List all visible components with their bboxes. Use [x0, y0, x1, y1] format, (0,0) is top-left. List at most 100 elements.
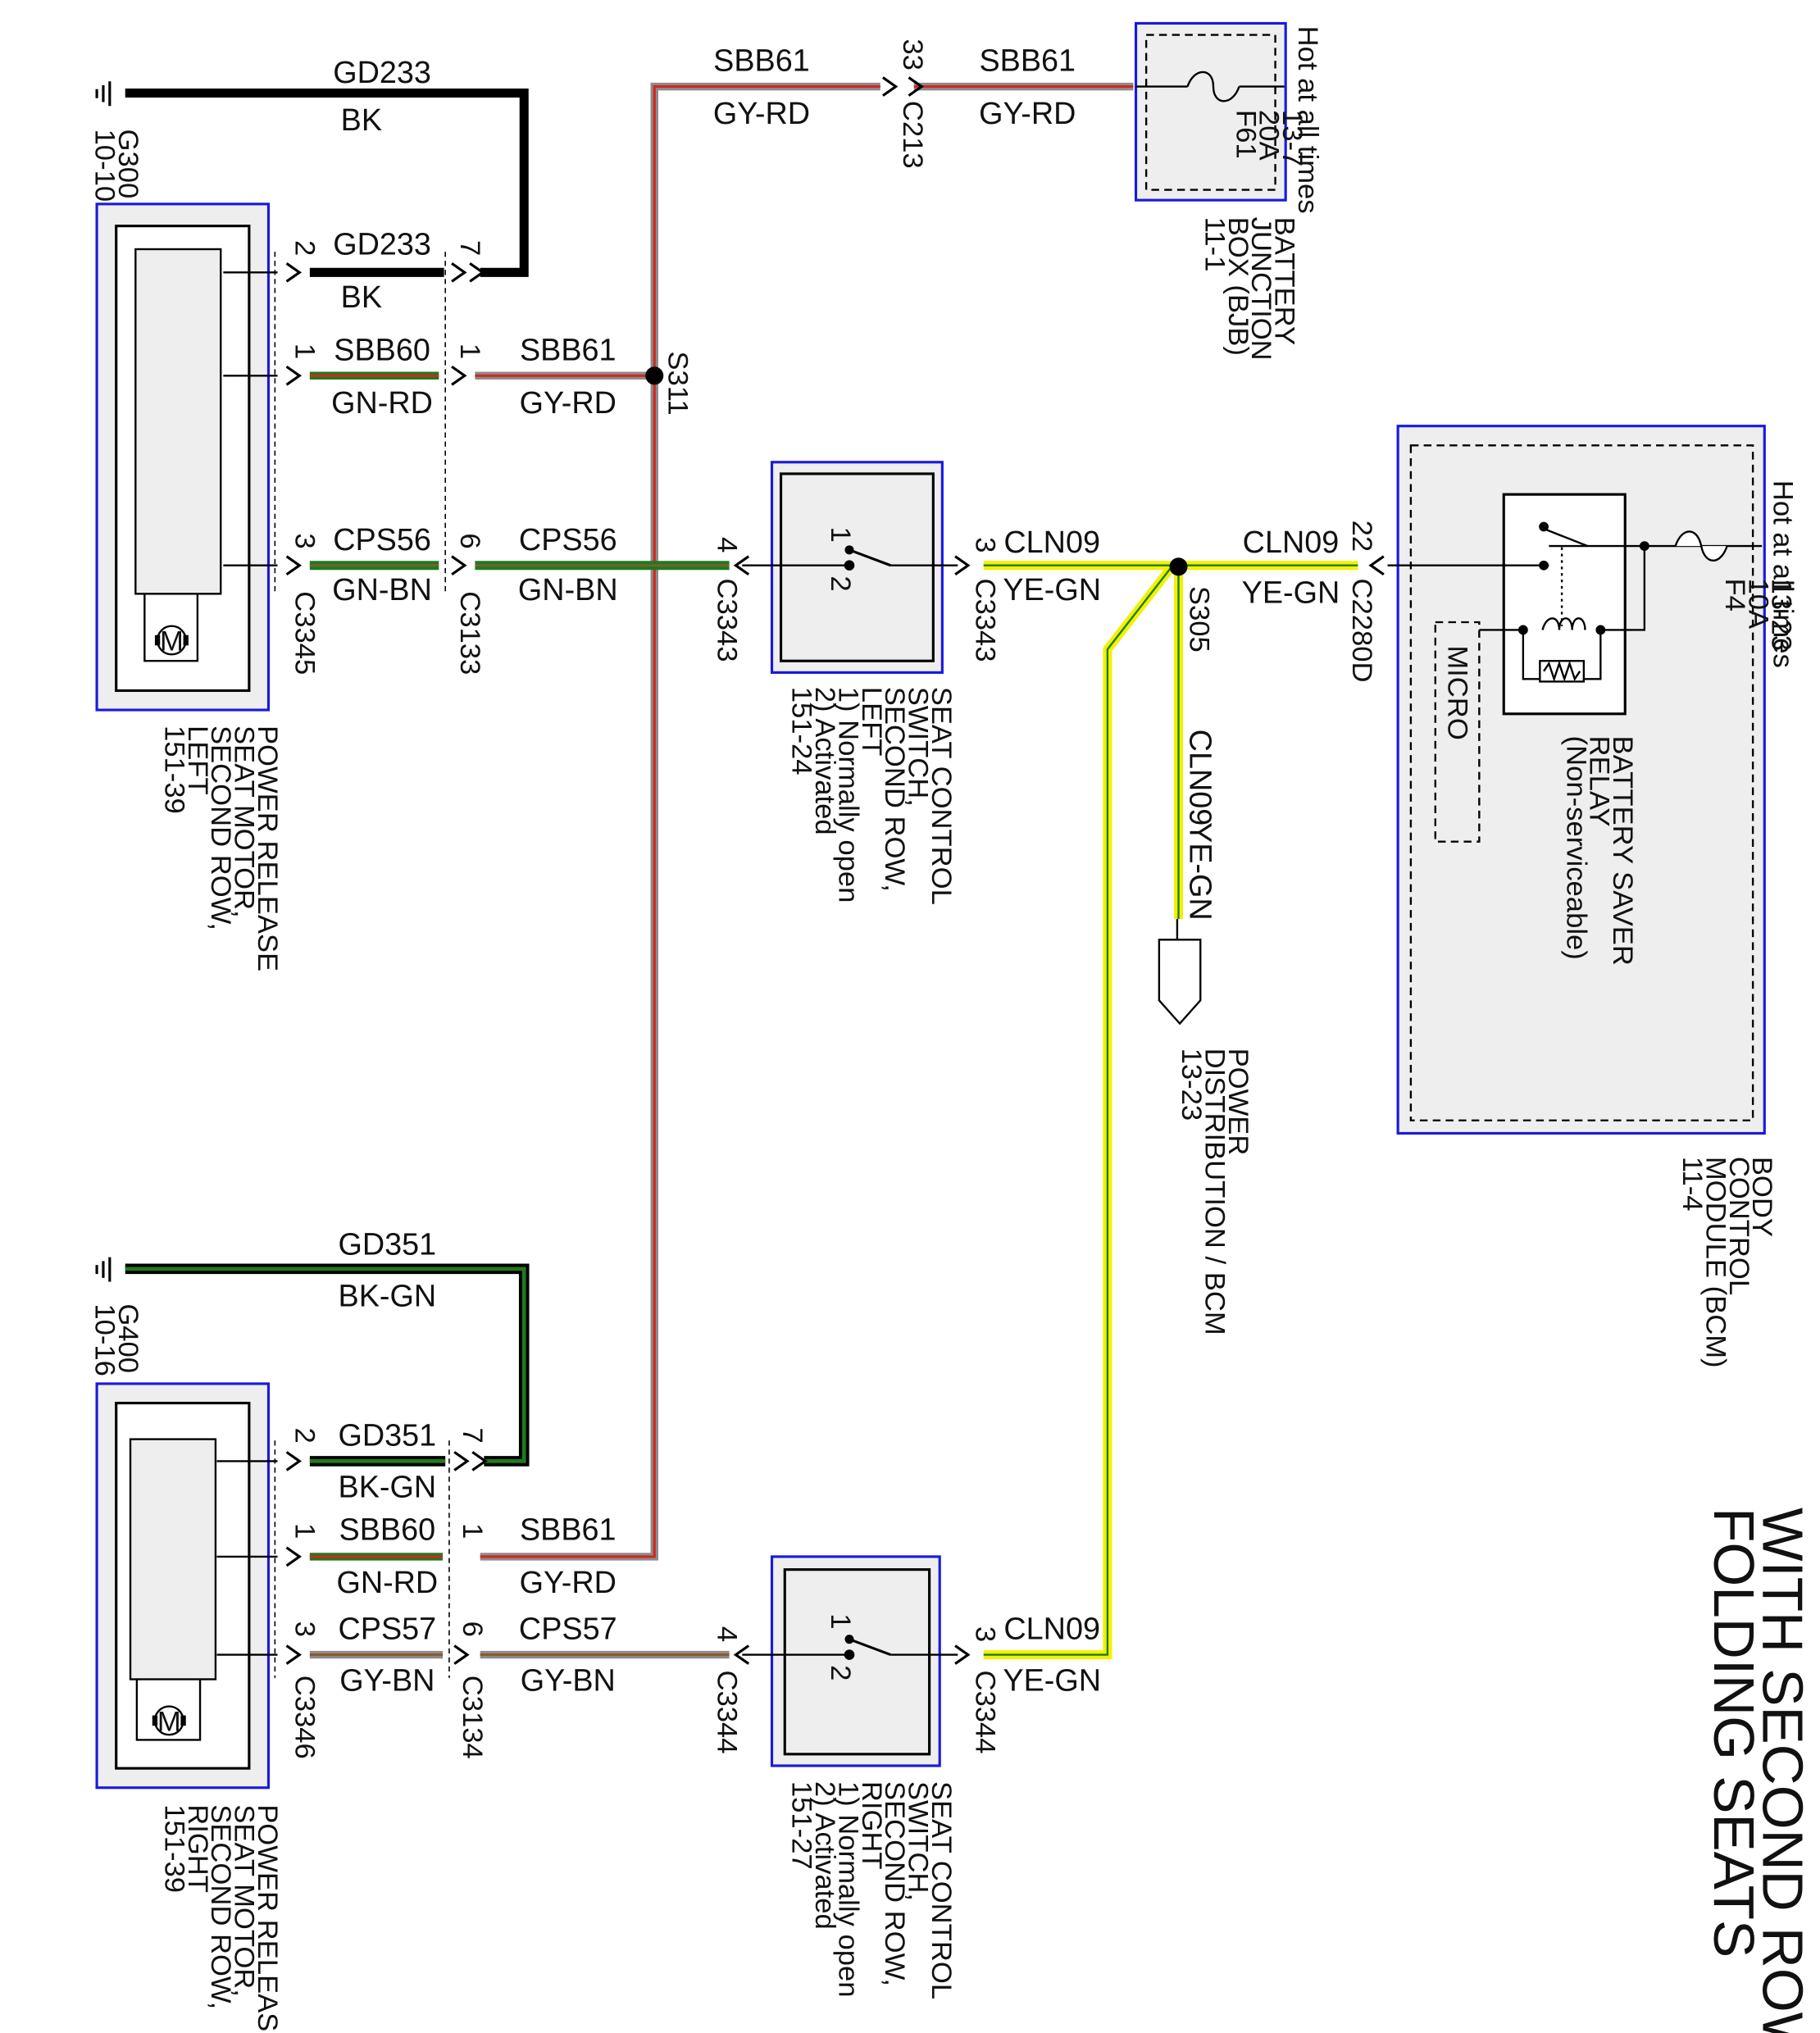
label-sbb60-color-1: GN-RD — [331, 386, 433, 421]
label-cps57-circuit-2: CPS57 — [519, 1612, 617, 1647]
label-gd233-color-2: BK — [341, 280, 382, 315]
label-sbb61-circuit-4: SBB61 — [520, 1512, 617, 1547]
label-cln09-color-3: YE-GN — [1003, 1664, 1101, 1699]
page-title-line-1: WITH SECOND ROW — [1751, 1508, 1815, 2033]
ground-top-name: G300 — [112, 130, 143, 199]
label-sbb61-color-4: GY-RD — [520, 1566, 617, 1600]
cln09-vertical-label: CLN09 YE-GN — [1183, 730, 1217, 921]
ground-bottom-name: G400 — [112, 1303, 143, 1373]
label-sbb61-circuit-2: SBB61 — [979, 44, 1076, 79]
fuse-f4-rating: 10A — [1742, 578, 1773, 630]
label-sbb61-color-3: GY-RD — [520, 386, 617, 421]
connector-arrows — [285, 76, 1385, 1665]
fuse-f4-icon — [1674, 530, 1728, 562]
motor-right-line-1: POWER RELEASE — [252, 1804, 283, 2033]
switch-right-pin-1: 1 — [825, 1613, 856, 1629]
label-gd233-circuit-2: GD233 — [333, 227, 431, 262]
bjb-box — [1134, 21, 1287, 202]
switch-left-label: SEAT CONTROL SWITCH, SECOND ROW, LEFT 1)… — [786, 687, 957, 905]
motor-right-label: POWER RELEASE SEAT MOTOR, SECOND ROW, RI… — [159, 1804, 283, 2033]
connector-c2280d-label: C2280D — [1346, 578, 1377, 682]
pin-c3344-4: 4 — [711, 1626, 742, 1642]
connector-c3346-label: C3346 — [289, 1676, 321, 1759]
label-cln09-color-1: YE-GN — [1003, 573, 1101, 607]
connector-c3134-label: C3134 — [457, 1676, 488, 1759]
connector-c3344-label-in: C3344 — [711, 1670, 742, 1753]
switch-left-line-5: 1) Normally open — [832, 687, 863, 903]
motor-right-line-3: SECOND ROW, — [205, 1804, 236, 2009]
motor-left-line-2: SEAT MOTOR, — [229, 725, 260, 918]
wire-cln09 — [983, 561, 1358, 1660]
ground-symbol-top — [95, 81, 111, 107]
switch-right-line-2: SWITCH, — [902, 1781, 933, 1901]
label-cps57-color-1: GY-BN — [339, 1664, 435, 1699]
label-sbb60-circuit-1: SBB60 — [334, 333, 430, 367]
pin-c3345-2: 2 — [289, 240, 321, 256]
switch-right-line-4: RIGHT — [856, 1781, 887, 1870]
connector-outlines — [274, 252, 450, 1678]
motor-left-line-4: LEFT — [182, 725, 213, 795]
label-cps57-circuit-1: CPS57 — [339, 1612, 437, 1647]
bcm-label: BODY CONTROL MODULE (BCM) 11-4 — [1677, 1157, 1777, 1368]
bjb-label-line-3: BOX (BJB) — [1222, 217, 1254, 356]
page-title-line-2: FOLDING SEATS — [1702, 1508, 1766, 1958]
motor-right-icon: M — [152, 1705, 186, 1737]
fuse-f61-icon — [1186, 70, 1240, 102]
bjb-label: BATTERY JUNCTION BOX (BJB) 11-1 — [1199, 217, 1300, 361]
wire-sbb61 — [475, 82, 1134, 1561]
label-cps57-color-2: GY-BN — [521, 1664, 616, 1699]
splice-s305 — [1169, 557, 1188, 576]
splice-s305-label: S305 — [1184, 586, 1215, 653]
label-gd233-color: BK — [341, 103, 382, 138]
fuse-f4-label: F4 10A 13-23 — [1719, 578, 1797, 651]
pin-c3133-7: 7 — [454, 240, 485, 256]
label-gd351-color-2: BK-GN — [339, 1470, 437, 1504]
fuse-f61-label: F61 20A 13-7 — [1230, 110, 1308, 166]
relay-label: BATTERY SAVER RELAY (Non-serviceable) — [1560, 736, 1638, 966]
switch-right-line-5: 1) Normally open — [832, 1781, 863, 1998]
label-sbb61-circuit-3: SBB61 — [520, 333, 617, 367]
power-distribution-label: POWER DISTRIBUTION / BCM 13-23 — [1176, 1048, 1254, 1335]
label-sbb61-circuit-1: SBB61 — [713, 44, 810, 79]
label-sbb61-color-2: GY-RD — [979, 97, 1076, 131]
label-cln09-circuit-1: CLN09 — [1003, 525, 1100, 560]
micro-label: MICRO — [1442, 645, 1473, 739]
bcm-label-line-3: MODULE (BCM) — [1699, 1157, 1731, 1368]
pin-c3346-3: 3 — [289, 1621, 321, 1637]
internal-wiring — [216, 85, 1763, 1656]
wire-gd351 — [125, 1263, 530, 1467]
ground-bottom-page: 10-16 — [89, 1303, 121, 1376]
connector-c3133-label: C3133 — [454, 591, 485, 675]
motor-right-line-5: 151-39 — [159, 1804, 190, 1893]
label-cps56-circuit-2: CPS56 — [519, 523, 617, 557]
bcm-label-line-4: 11-4 — [1677, 1157, 1708, 1212]
relay-label-line-3: (Non-serviceable) — [1560, 736, 1591, 960]
label-cps56-circuit-1: CPS56 — [333, 523, 431, 557]
bjb-label-line-2: JUNCTION — [1245, 217, 1276, 361]
label-gd233-circuit: GD233 — [333, 56, 431, 90]
pin-c3346-1: 1 — [289, 1523, 321, 1539]
switch-right-icon — [844, 1635, 891, 1660]
power-distribution-connector-icon — [1158, 939, 1202, 1026]
fuse-f4-page: 13-23 — [1766, 578, 1797, 651]
ground-bottom-label: G400 10-16 — [89, 1303, 143, 1376]
motor-left-symbol: M — [160, 626, 184, 657]
label-cln09-color-vertical: YE-GN — [1183, 822, 1217, 921]
bcm-label-line-2: CONTROL — [1723, 1157, 1754, 1295]
pin-c2280d-22: 22 — [1346, 521, 1377, 553]
switch-right-line-6: 2) Activated — [809, 1781, 840, 1930]
fuse-f61-rating: 20A — [1254, 110, 1285, 161]
label-sbb60-color-2: GN-RD — [336, 1566, 438, 1600]
pin-c3133-6: 6 — [454, 533, 485, 548]
switch-right-line-7: 151-27 — [786, 1781, 817, 1870]
label-gd351-circuit-2: GD351 — [339, 1419, 437, 1453]
wire-labels: GD233 BK GD233 BK SBB61 GY-RD SBB61 GY-R… — [331, 44, 1340, 1699]
pin-c3343-4: 4 — [711, 537, 742, 553]
switch-left-line-2: SWITCH, — [902, 687, 933, 807]
fuse-f4-name: F4 — [1719, 578, 1750, 611]
bcm-hot-at-all-times: Hot at all times — [1767, 480, 1798, 668]
bjb-label-line-1: BATTERY — [1269, 217, 1300, 346]
switch-left-line-6: 2) Activated — [809, 687, 840, 835]
motor-right-box — [95, 1382, 271, 1790]
motor-left-line-1: POWER RELEASE — [252, 725, 283, 971]
